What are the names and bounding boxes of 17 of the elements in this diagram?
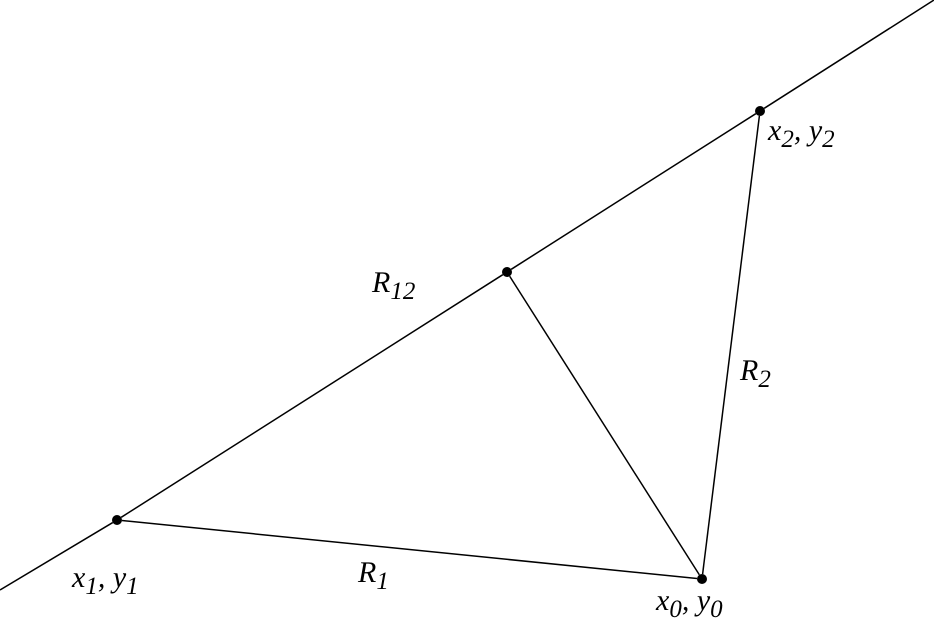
- line-segment: [510, 113, 756, 270]
- point-marker: [112, 515, 122, 525]
- edge-label: R$_{2}$: [740, 356, 771, 392]
- edge-label: R$_{12}$: [372, 268, 416, 304]
- edge-label: R$_{1}$: [358, 558, 389, 594]
- line-segment: [120, 274, 504, 518]
- line-segment: [0, 522, 114, 591]
- point-label: x$_{1}$, y$_{1}$: [72, 563, 139, 599]
- point-marker: [697, 574, 707, 584]
- line-segment: [509, 276, 700, 576]
- line-segment: [122, 520, 698, 580]
- point-label: x$_{0}$, y$_{0}$: [656, 586, 723, 622]
- point-marker: [502, 267, 512, 277]
- point-marker: [755, 106, 765, 116]
- line-segment: [764, 0, 934, 109]
- point-label: x$_{2}$, y$_{2}$: [768, 116, 835, 152]
- line-segment: [702, 116, 760, 574]
